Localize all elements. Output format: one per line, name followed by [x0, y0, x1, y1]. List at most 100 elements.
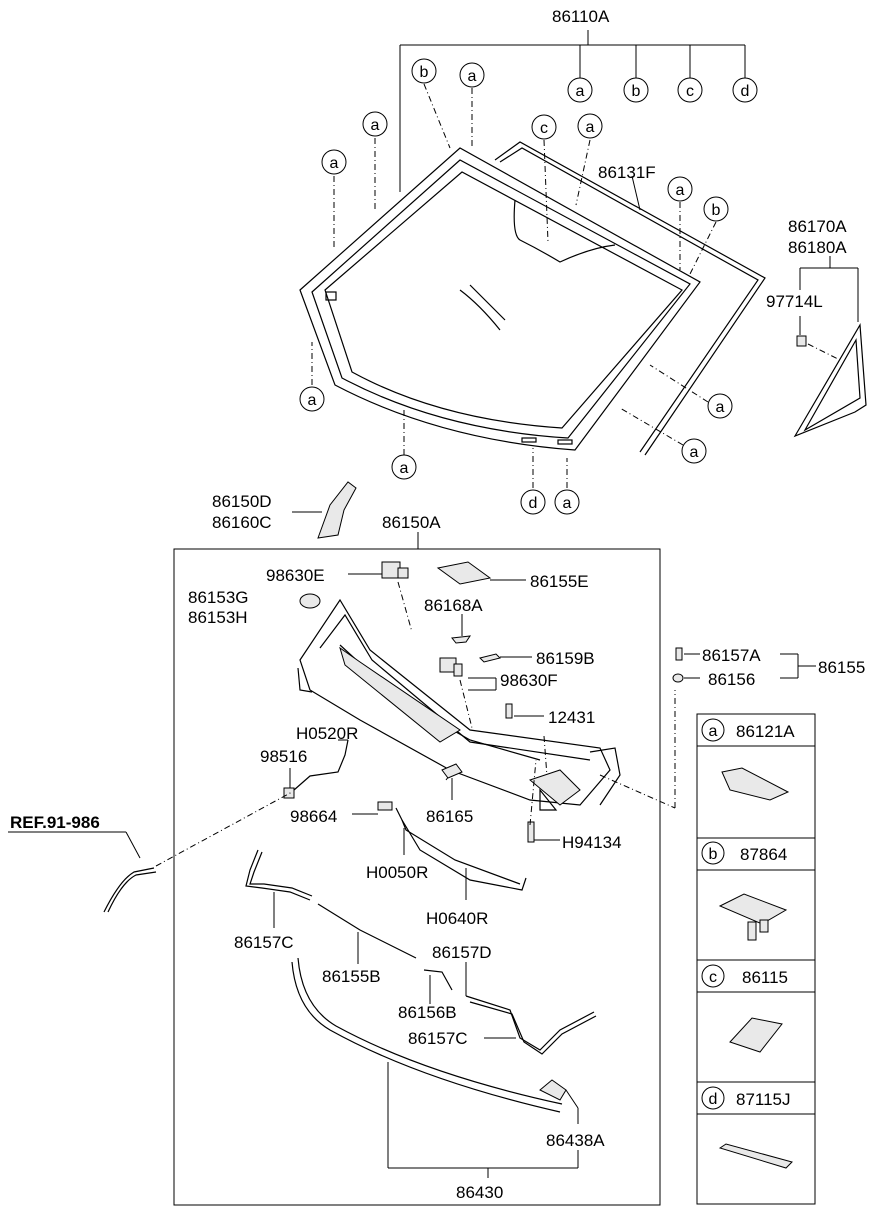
label-86153g: 86153G [188, 588, 249, 607]
svg-text:a: a [709, 723, 718, 740]
svg-text:b: b [712, 202, 721, 219]
label-86155e: 86155E [530, 572, 589, 591]
label-h94134: H94134 [562, 833, 622, 852]
callout-a-right-1: a [667, 176, 693, 202]
svg-text:a: a [400, 460, 409, 477]
label-86157a: 86157A [702, 646, 761, 665]
label-86168a: 86168A [424, 596, 483, 615]
callout-a-bracket-1: a [567, 77, 593, 103]
legend-row-c: c 86115 [701, 964, 788, 1053]
label-ref-91-986: REF.91-986 [10, 813, 100, 832]
legend-part-86115: 86115 [742, 968, 788, 987]
callout-d-bottom: d [520, 489, 546, 515]
callout-a-bottom: a [391, 454, 417, 480]
label-98664: 98664 [290, 807, 337, 826]
svg-text:a: a [330, 155, 339, 172]
legend-row-d: d 87115J [701, 1086, 793, 1169]
windshield-callout-lines [311, 83, 717, 488]
cap-86153 [299, 593, 321, 609]
svg-text:a: a [716, 399, 725, 416]
label-86131f: 86131F [598, 163, 656, 182]
label-86159b: 86159B [536, 649, 595, 668]
svg-text:a: a [576, 83, 585, 100]
label-86438a: 86438A [546, 1131, 605, 1150]
svg-text:a: a [676, 182, 685, 199]
svg-text:a: a [371, 117, 380, 134]
label-86160c: 86160C [212, 513, 272, 532]
pad-86159b [479, 653, 532, 663]
legend-row-a: a 86121A [701, 718, 795, 801]
label-86180a: 86180A [788, 238, 847, 257]
legend-part-87864: 87864 [740, 845, 787, 864]
callout-a-right-2: a [707, 393, 733, 419]
windshield-bracket [399, 30, 746, 192]
lower-seals [245, 849, 597, 1055]
legend-table [696, 713, 816, 1205]
svg-text:c: c [686, 83, 694, 100]
label-86156: 86156 [708, 670, 755, 689]
nozzle-e [348, 561, 413, 633]
svg-text:a: a [563, 495, 572, 512]
callout-c-bracket: c [677, 77, 703, 103]
washer-hoses [283, 739, 560, 900]
nozzle-f [439, 657, 497, 729]
svg-text:d: d [709, 1091, 718, 1108]
label-h0520r: H0520R [296, 724, 358, 743]
svg-text:a: a [690, 444, 699, 461]
windshield-glass [299, 147, 701, 451]
label-86150d: 86150D [212, 492, 272, 511]
svg-text:d: d [741, 83, 750, 100]
cowl-side-panel [292, 481, 357, 539]
svg-text:b: b [632, 83, 641, 100]
label-98630f: 98630F [500, 671, 558, 690]
callout-a-top: a [459, 62, 485, 88]
label-98516: 98516 [260, 747, 307, 766]
legend-part-87115j: 87115J [736, 1090, 791, 1109]
cowl-top-cover [297, 598, 676, 811]
ref-pointer [8, 791, 293, 913]
svg-text:b: b [709, 846, 718, 863]
cowl-group-frame [173, 548, 661, 1206]
molding-strip [494, 141, 766, 456]
svg-text:d: d [529, 495, 538, 512]
quarter-glass [793, 256, 867, 438]
label-98630e: 98630E [266, 566, 325, 585]
svg-text:a: a [308, 392, 317, 409]
label-97714l: 97714L [766, 292, 823, 311]
legend-icon-b [718, 893, 788, 925]
callout-a-top-2: a [577, 113, 603, 139]
legend-row-b: b 87864 [701, 841, 788, 941]
svg-text:c: c [540, 120, 548, 137]
label-86155: 86155 [818, 658, 865, 677]
label-86157c-1: 86157C [234, 933, 294, 952]
seal-86168a [451, 614, 472, 644]
cover-86155e [436, 561, 526, 585]
label-86430: 86430 [456, 1183, 503, 1202]
callout-b-right: b [703, 196, 729, 222]
callout-b-top: b [411, 58, 437, 84]
label-12431: 12431 [548, 708, 595, 727]
legend-icon-c [729, 1017, 783, 1053]
label-86156b: 86156B [398, 1003, 457, 1022]
legend-icon-a [721, 767, 790, 801]
label-86155b: 86155B [322, 967, 381, 986]
label-86170a: 86170A [788, 217, 847, 236]
label-h0050r: H0050R [366, 863, 428, 882]
svg-text:a: a [468, 68, 477, 85]
svg-text:c: c [709, 969, 717, 986]
callout-a-lower-left: a [299, 386, 325, 412]
callout-a-right-3: a [681, 438, 707, 464]
callout-d-bracket: d [732, 77, 758, 103]
callout-c-top: c [531, 114, 557, 140]
label-86150a: 86150A [382, 513, 441, 532]
bolt-washer-group [672, 647, 816, 683]
svg-text:b: b [420, 64, 429, 81]
callout-b-bracket: b [623, 77, 649, 103]
svg-text:a: a [586, 119, 595, 136]
label-86157c-2: 86157C [408, 1029, 468, 1048]
legend-icon-d [718, 1143, 793, 1169]
screw-12431 [505, 703, 549, 791]
legend-part-86121a: 86121A [736, 722, 795, 741]
label-86157d: 86157D [432, 943, 492, 962]
callout-a-bottom-2: a [554, 489, 580, 515]
